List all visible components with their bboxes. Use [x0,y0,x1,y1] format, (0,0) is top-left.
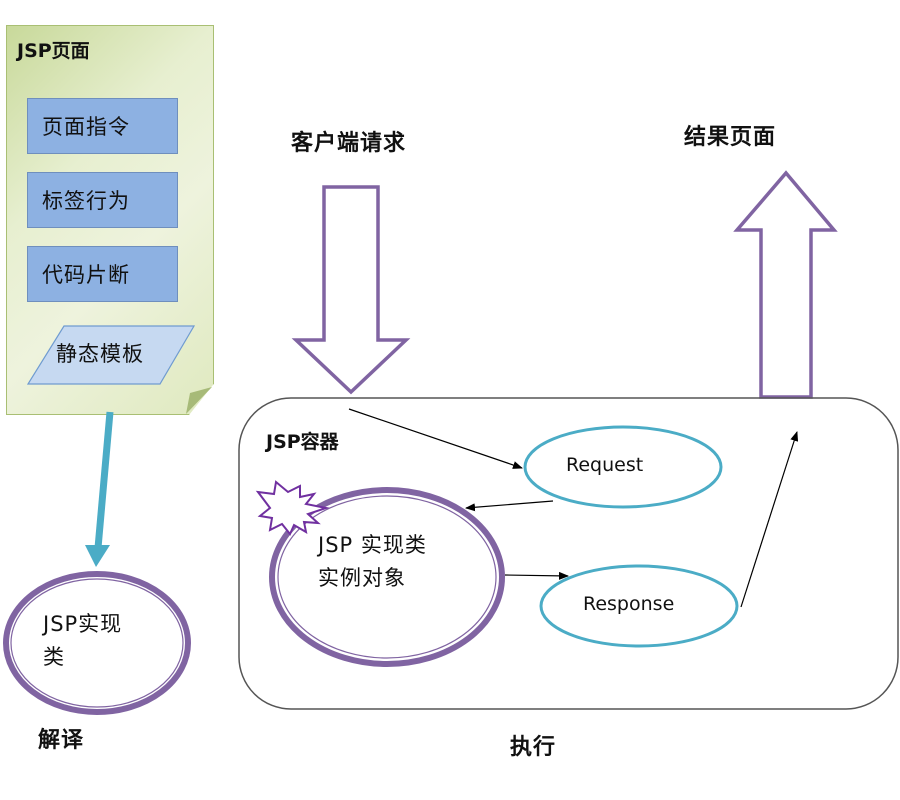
client-request-label: 客户端请求 [291,131,407,156]
jsp-page-title: JSP页面 [17,40,90,62]
jsp-impl-class-ellipse [3,571,191,715]
result-page-label: 结果页面 [684,125,777,150]
impl-class-label-line1: JSP实现 [43,612,123,636]
result-page-arrow [733,170,838,399]
execute-label: 执行 [510,735,557,760]
response-label: Response [583,593,675,615]
jsp-instance-ellipse [269,487,505,667]
page-directive-box: 页面指令 [27,98,178,154]
arrow-request-to-instance [465,500,554,512]
code-fragment-box: 代码片断 [27,246,178,302]
instance-label-line1: JSP 实现类 [318,533,427,557]
tag-action-box: 标签行为 [27,172,178,228]
request-label: Request [566,454,644,476]
starburst-icon [255,480,330,536]
jsp-container-title: JSP容器 [266,431,339,453]
instance-label-line2: 实例对象 [318,566,406,590]
translate-label: 解译 [38,728,85,753]
jsp-container-box [238,397,899,710]
static-template-parallelogram [26,325,196,385]
arrow-response-to-result [740,431,799,608]
request-ellipse [523,425,723,509]
note-fold-corner [186,387,212,414]
arrow-client-to-request [348,408,523,469]
response-ellipse [539,564,739,648]
impl-class-label-line2: 类 [43,645,65,669]
client-request-arrow [291,185,411,395]
static-template-label: 静态模板 [56,342,144,366]
arrow-instance-to-response [504,571,569,580]
translate-arrow [85,411,114,567]
